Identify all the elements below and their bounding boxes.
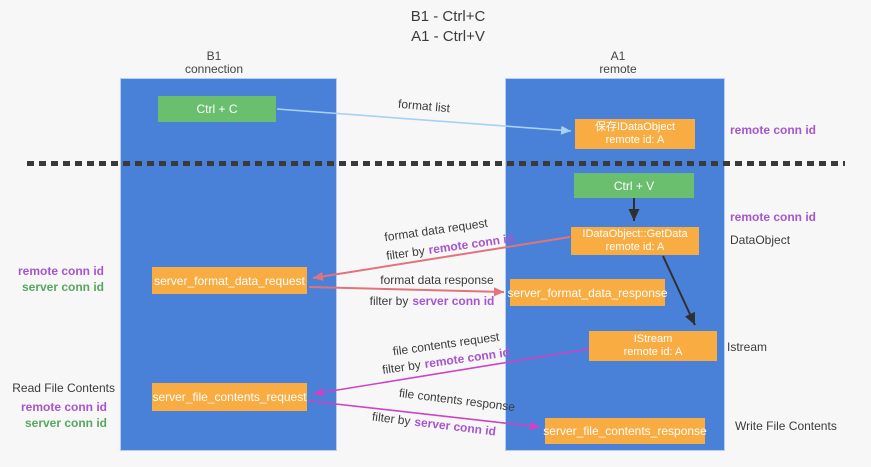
lane-header-a1: A1 remote <box>558 50 678 76</box>
annotation-remote-conn-id-top: remote conn id <box>730 123 817 137</box>
node-istream: IStream remote id: A <box>589 331 717 361</box>
filter-key-server-conn-id: server conn id <box>412 294 495 308</box>
node-istream-line1: IStream <box>633 333 673 345</box>
node-idataobject-getdata: IDataObject::GetData remote id: A <box>571 227 699 255</box>
flow-label-file-contents-response: file contents response <box>398 386 516 414</box>
node-ctrl-c-label: Ctrl + C <box>196 102 238 116</box>
filter-prefix-text: filter by <box>385 243 426 263</box>
lane-b1-subtitle: connection <box>184 62 244 76</box>
filter-prefix-text: filter by <box>369 294 409 308</box>
flow-label-format-data-response: format data response <box>380 273 493 287</box>
lane-header-b1: B1 connection <box>154 50 274 76</box>
node-file-request-label: server_file_contents_request <box>152 390 307 404</box>
annotation-server-conn-id-left: server conn id <box>21 280 104 294</box>
node-save-idataobject: 保存IDataObject remote id: A <box>575 119 695 149</box>
annotation-read-file-contents: Read File Contents <box>12 381 115 395</box>
node-format-response-label: server_format_data_response <box>507 285 668 300</box>
node-file-response-label: server_file_contents_response <box>543 424 707 438</box>
annotation-istream: Istream <box>727 340 768 354</box>
title-line-1: B1 - Ctrl+C <box>410 8 486 25</box>
node-server-format-data-response: server_format_data_response <box>507 279 668 306</box>
node-getdata-line1: IDataObject::GetData <box>582 228 688 240</box>
lane-a1-title: A1 <box>610 49 626 63</box>
node-ctrl-v-label: Ctrl + V <box>613 178 655 193</box>
node-ctrl-c: Ctrl + C <box>158 96 276 122</box>
node-getdata-line2: remote id: A <box>605 241 665 253</box>
lane-b1-title: B1 <box>206 49 222 63</box>
node-save-idataobject-line1: 保存IDataObject <box>594 121 676 133</box>
annotation-dataobject: DataObject <box>730 233 791 247</box>
flow-label-file-response-text: file contents response <box>398 385 516 415</box>
filter-prefix-text: filter by <box>381 357 422 377</box>
flow-label-format-list: format list <box>397 97 450 115</box>
annotation-conn-ids-upper-left: remote conn id server conn id <box>0 263 104 295</box>
diagram-title: B1 - Ctrl+C A1 - Ctrl+V <box>298 7 598 47</box>
annotation-remote-conn-id-left-lower: remote conn id <box>20 400 107 414</box>
flow-label-format-list-text: format list <box>397 96 451 116</box>
node-format-request-label: server_format_data_request <box>154 273 305 288</box>
annotation-server-conn-id-left-lower: server conn id <box>24 416 107 430</box>
filter-key-server-conn-id: server conn id <box>413 414 497 439</box>
annotation-conn-ids-lower-left: remote conn id server conn id <box>0 399 107 431</box>
node-istream-line2: remote id: A <box>623 346 683 358</box>
flow-label-format-response-text: format data response <box>380 273 494 287</box>
node-server-file-contents-response: server_file_contents_response <box>543 418 707 444</box>
filter-prefix-text: filter by <box>371 409 412 429</box>
phase-separator-dashed-line <box>27 161 845 166</box>
arrow-format-data-response <box>308 286 505 297</box>
title-line-2: A1 - Ctrl+V <box>411 28 485 45</box>
annotation-write-file-contents: Write File Contents <box>735 419 837 433</box>
node-save-idataobject-line2: remote id: A <box>605 134 665 146</box>
node-server-file-contents-request: server_file_contents_request <box>152 383 307 411</box>
annotation-remote-conn-id-left: remote conn id <box>17 264 104 278</box>
node-ctrl-v: Ctrl + V <box>574 173 694 198</box>
node-server-format-data-request: server_format_data_request <box>152 267 307 294</box>
annotation-remote-conn-id-mid: remote conn id <box>730 210 817 224</box>
lane-a1-subtitle: remote <box>599 62 637 76</box>
